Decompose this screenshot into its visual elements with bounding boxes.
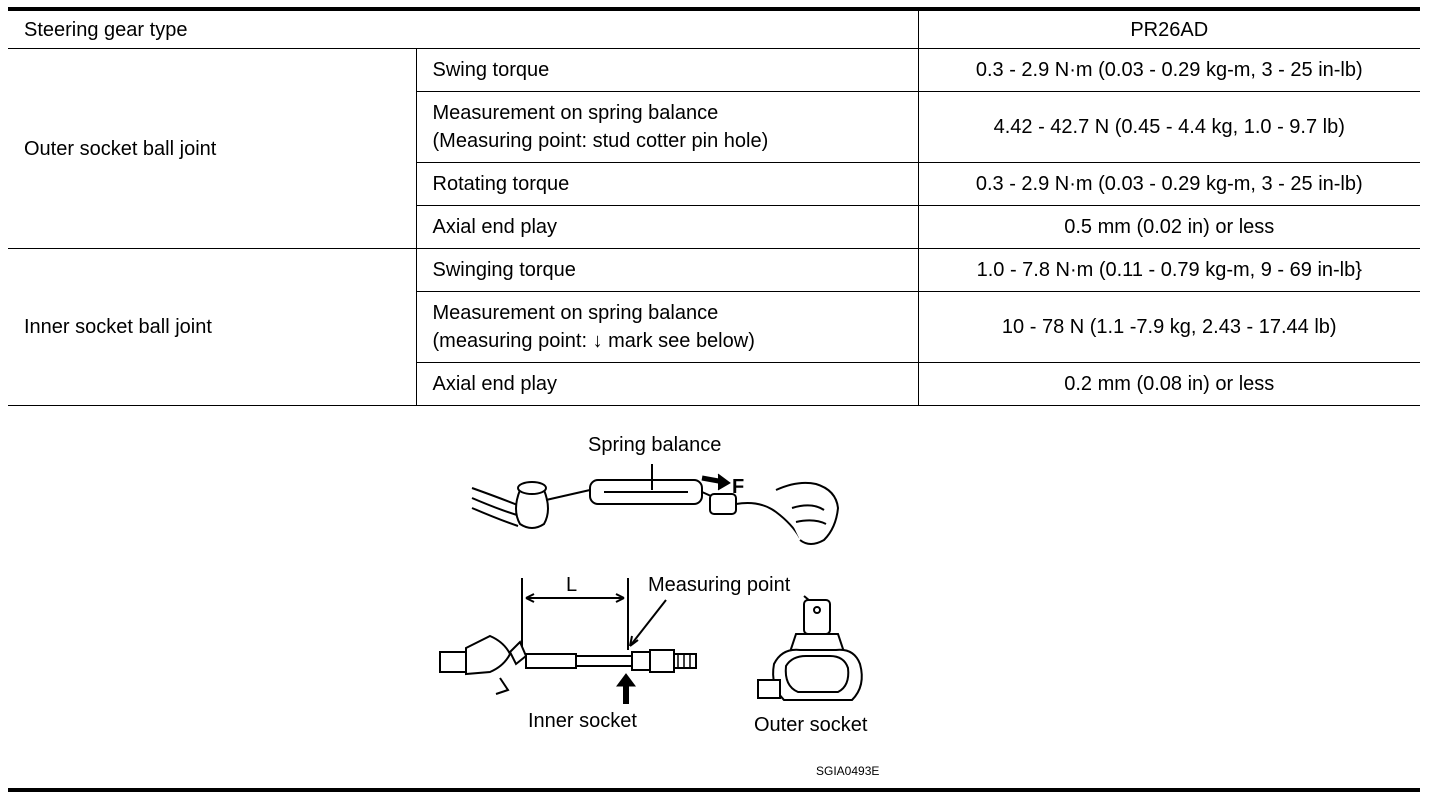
table-row: Axial end play 0.5 mm (0.02 in) or less (8, 205, 1420, 249)
row-value: 0.3 - 2.9 N·m (0.03 - 0.29 kg-m, 3 - 25 … (918, 48, 1420, 92)
table-row: Axial end play 0.2 mm (0.08 in) or less (8, 362, 1420, 406)
header-value: PR26AD (918, 7, 1420, 49)
row-value: 0.5 mm (0.02 in) or less (918, 205, 1420, 249)
table-row: Inner socket ball joint Swinging torque … (8, 248, 1420, 406)
length-label: L (566, 574, 578, 596)
spring-balance-label: Spring balance (588, 434, 722, 456)
row-value: 10 - 78 N (1.1 -7.9 kg, 2.43 - 17.44 lb) (918, 291, 1420, 363)
outer-socket-label: Outer socket (754, 714, 868, 736)
table-header-row: Steering gear type PR26AD (8, 7, 1420, 49)
measuring-point-label: Measuring point (648, 574, 791, 596)
spring-balance-illustration (471, 464, 840, 545)
row-item: Rotating torque (416, 162, 919, 206)
row-value: 1.0 - 7.8 N·m (0.11 - 0.79 kg-m, 9 - 69 … (918, 248, 1420, 292)
row-item: Axial end play (416, 362, 919, 406)
socket-illustration (439, 464, 863, 704)
row-item: Measurement on spring balance (Measuring… (416, 91, 919, 163)
table-row: Rotating torque 0.3 - 2.9 N·m (0.03 - 0.… (8, 162, 1420, 206)
table-row: Measurement on spring balance (measuring… (8, 291, 1420, 363)
header-label: Steering gear type (8, 7, 919, 49)
force-label: F (732, 476, 745, 498)
row-item: Swinging torque (416, 248, 919, 292)
outer-socket-illustration (757, 595, 863, 701)
table-row: Measurement on spring balance (Measuring… (8, 91, 1420, 163)
inner-socket-illustration (439, 578, 697, 704)
measurement-figure: Spring balance F L Measuring point Inner… (420, 428, 940, 780)
table-row: Outer socket ball joint Swing torque 0.3… (8, 48, 1420, 249)
inner-socket-label: Inner socket (528, 710, 637, 732)
row-value: 0.2 mm (0.08 in) or less (918, 362, 1420, 406)
specification-table: Steering gear type PR26AD Outer socket b… (8, 7, 1420, 406)
row-item: Axial end play (416, 205, 919, 249)
figure-code: SGIA0493E (816, 764, 880, 778)
row-item: Swing torque (416, 48, 919, 92)
inner-socket-label: Inner socket ball joint (8, 248, 417, 406)
bottom-divider (8, 788, 1420, 792)
row-value: 4.42 - 42.7 N (0.45 - 4.4 kg, 1.0 - 9.7 … (918, 91, 1420, 163)
row-value: 0.3 - 2.9 N·m (0.03 - 0.29 kg-m, 3 - 25 … (918, 162, 1420, 206)
outer-socket-label: Outer socket ball joint (8, 48, 417, 249)
row-item: Measurement on spring balance (measuring… (416, 291, 919, 363)
